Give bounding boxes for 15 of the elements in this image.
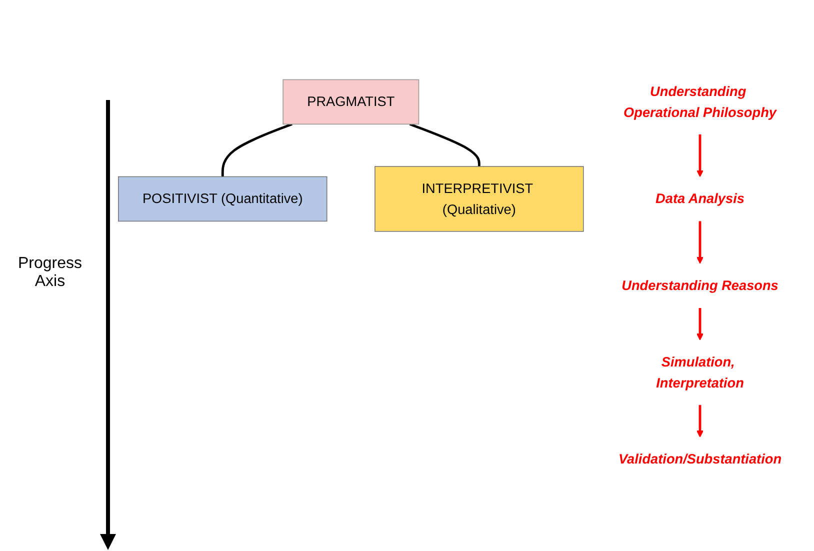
arrow: [696, 404, 704, 438]
axis-label: Progress Axis: [16, 255, 84, 291]
connector: [409, 123, 480, 166]
node-text: Understanding Reasons: [622, 278, 778, 294]
node-text: Data Analysis: [656, 191, 744, 206]
connector: [221, 123, 292, 177]
arrow: [696, 308, 704, 340]
node-box: PRAGMATIST: [282, 79, 420, 125]
node-box: POSITIVIST (Quantitative): [118, 176, 328, 222]
arrow: [696, 221, 704, 264]
node-text: Understanding Operational Philosophy: [624, 84, 776, 120]
node-text: Simulation, Interpretation: [656, 354, 744, 390]
node-text: Validation/Substantiation: [618, 451, 782, 467]
arrow: [696, 134, 704, 177]
node-box: INTERPRETIVIST (Qualitative): [374, 166, 584, 232]
